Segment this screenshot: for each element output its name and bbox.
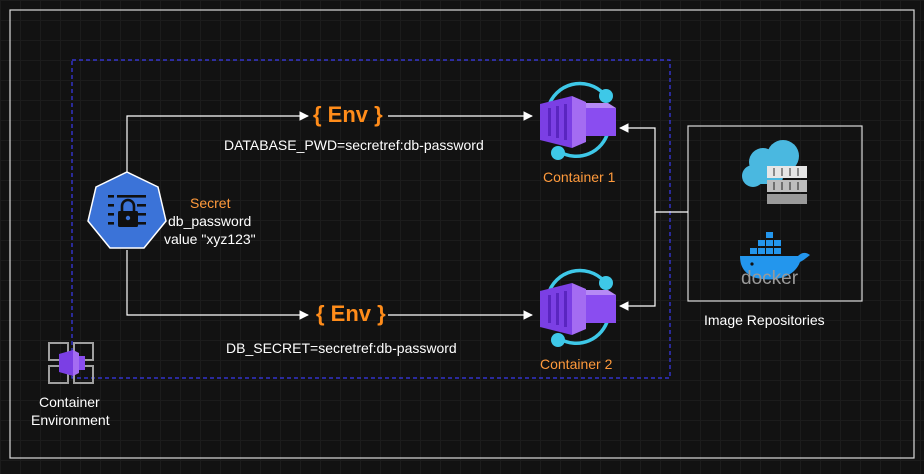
docker-icon	[740, 232, 810, 280]
repo-to-container1-arrow	[619, 123, 688, 213]
env2-label: { Env }	[316, 301, 386, 326]
secret-value: value "xyz123"	[164, 231, 256, 247]
container1-label: Container 1	[543, 169, 616, 185]
container1-icon	[540, 81, 616, 160]
container-environment-boundary	[71, 59, 671, 379]
container-environment-icon	[48, 342, 94, 384]
cloud-registry-icon	[742, 140, 807, 204]
image-repositories-box	[687, 125, 863, 302]
container2-icon	[540, 268, 616, 347]
secret-title: Secret	[190, 195, 231, 211]
env1-mapping: DATABASE_PWD=secretref:db-password	[224, 137, 484, 153]
image-repositories-label: Image Repositories	[704, 312, 825, 328]
secret-to-env1-line	[126, 111, 309, 175]
secret-to-env2-line	[126, 250, 309, 320]
container2-label: Container 2	[540, 356, 613, 372]
repo-to-container2-arrow	[619, 212, 656, 311]
container-environment-label-line2: Environment	[31, 412, 110, 428]
docker-wordmark: docker	[741, 268, 799, 289]
outer-frame	[9, 9, 915, 459]
secret-icon	[87, 171, 167, 249]
env2-mapping: DB_SECRET=secretref:db-password	[226, 340, 457, 356]
container-environment-label-line1: Container	[39, 394, 100, 410]
secret-name: db_password	[168, 213, 252, 229]
env1-label: { Env }	[313, 102, 383, 127]
